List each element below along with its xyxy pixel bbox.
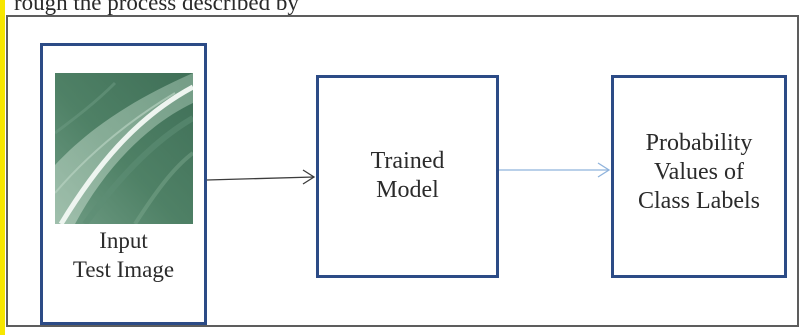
input-test-image-box: Input Test Image xyxy=(40,43,207,325)
clipped-caption-text: rough the process described by xyxy=(14,0,299,15)
trained-model-box: Trained Model xyxy=(316,75,499,278)
input-test-image-label: Input Test Image xyxy=(72,228,175,282)
diagram-frame xyxy=(6,15,799,327)
probability-values-label: Probability Values of Class Labels xyxy=(638,130,760,214)
trained-model-label: Trained Model xyxy=(370,148,445,203)
probability-values-box: Probability Values of Class Labels xyxy=(611,75,787,278)
leaf-photo-icon xyxy=(55,73,193,224)
yellow-margin-bar xyxy=(0,0,5,335)
